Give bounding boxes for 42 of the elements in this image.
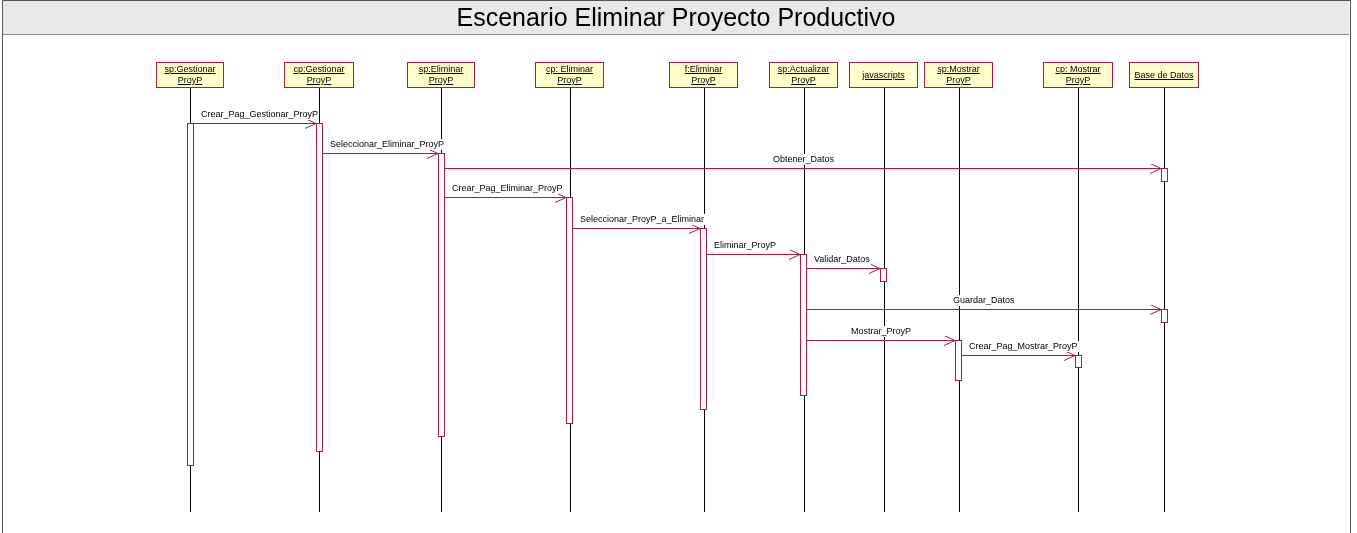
message-arrow — [193, 118, 317, 129]
activation-bar — [316, 123, 323, 452]
message-label: Eliminar_ProyP — [713, 240, 778, 251]
lifeline-header: sp:Gestionar ProyP — [156, 62, 224, 88]
lifeline-header: cp: Eliminar ProyP — [535, 62, 604, 88]
activation-bar — [1075, 355, 1082, 368]
activation-bar — [800, 254, 807, 396]
lifeline-header: sp:Eliminar ProyP — [407, 62, 475, 88]
activation-bar — [1161, 168, 1168, 182]
message-label: Seleccionar_Eliminar_ProyP — [329, 139, 446, 150]
activation-bar — [187, 123, 194, 466]
activation-bar — [955, 340, 962, 381]
activation-bar — [566, 197, 573, 424]
message-label: Validar_Datos — [813, 254, 871, 265]
activation-bar — [700, 228, 707, 410]
message-label: Crear_Pag_Gestionar_ProyP — [200, 109, 320, 120]
lifeline-header: f:Eliminar ProyP — [669, 62, 738, 88]
message-arrow — [806, 304, 1162, 315]
message-label: Guardar_Datos — [952, 295, 1016, 306]
message-label: Mostrar_ProyP — [850, 326, 913, 337]
message-arrow — [572, 223, 701, 234]
lifeline-header: cp: Mostrar ProyP — [1043, 62, 1113, 88]
message-label: Seleccionar_ProyP_a_Eliminar — [579, 214, 706, 225]
lifeline-header: sp:Mostrar ProyP — [924, 62, 993, 88]
message-arrow — [444, 192, 567, 203]
lifeline-header: Base de Datos — [1129, 62, 1199, 88]
message-label: Crear_Pag_Eliminar_ProyP — [451, 183, 564, 194]
lifeline-header: javascripts — [849, 62, 918, 88]
lifeline-header: sp:Actualizar ProyP — [769, 62, 838, 88]
activation-bar — [438, 153, 445, 437]
message-label: Crear_Pag_Mostrar_ProyP — [968, 341, 1079, 352]
message-arrow — [322, 148, 439, 159]
message-arrow — [444, 163, 1162, 174]
message-label: Obtener_Datos — [772, 154, 836, 165]
message-arrow — [806, 335, 956, 346]
message-arrow — [806, 263, 881, 274]
message-arrow — [961, 350, 1076, 361]
message-arrow — [706, 249, 801, 260]
activation-bar — [880, 268, 887, 282]
diagram-title: Escenario Eliminar Proyecto Productivo — [3, 1, 1349, 35]
lifeline-header: cp:Gestionar ProyP — [284, 62, 354, 88]
activation-bar — [1161, 309, 1168, 323]
